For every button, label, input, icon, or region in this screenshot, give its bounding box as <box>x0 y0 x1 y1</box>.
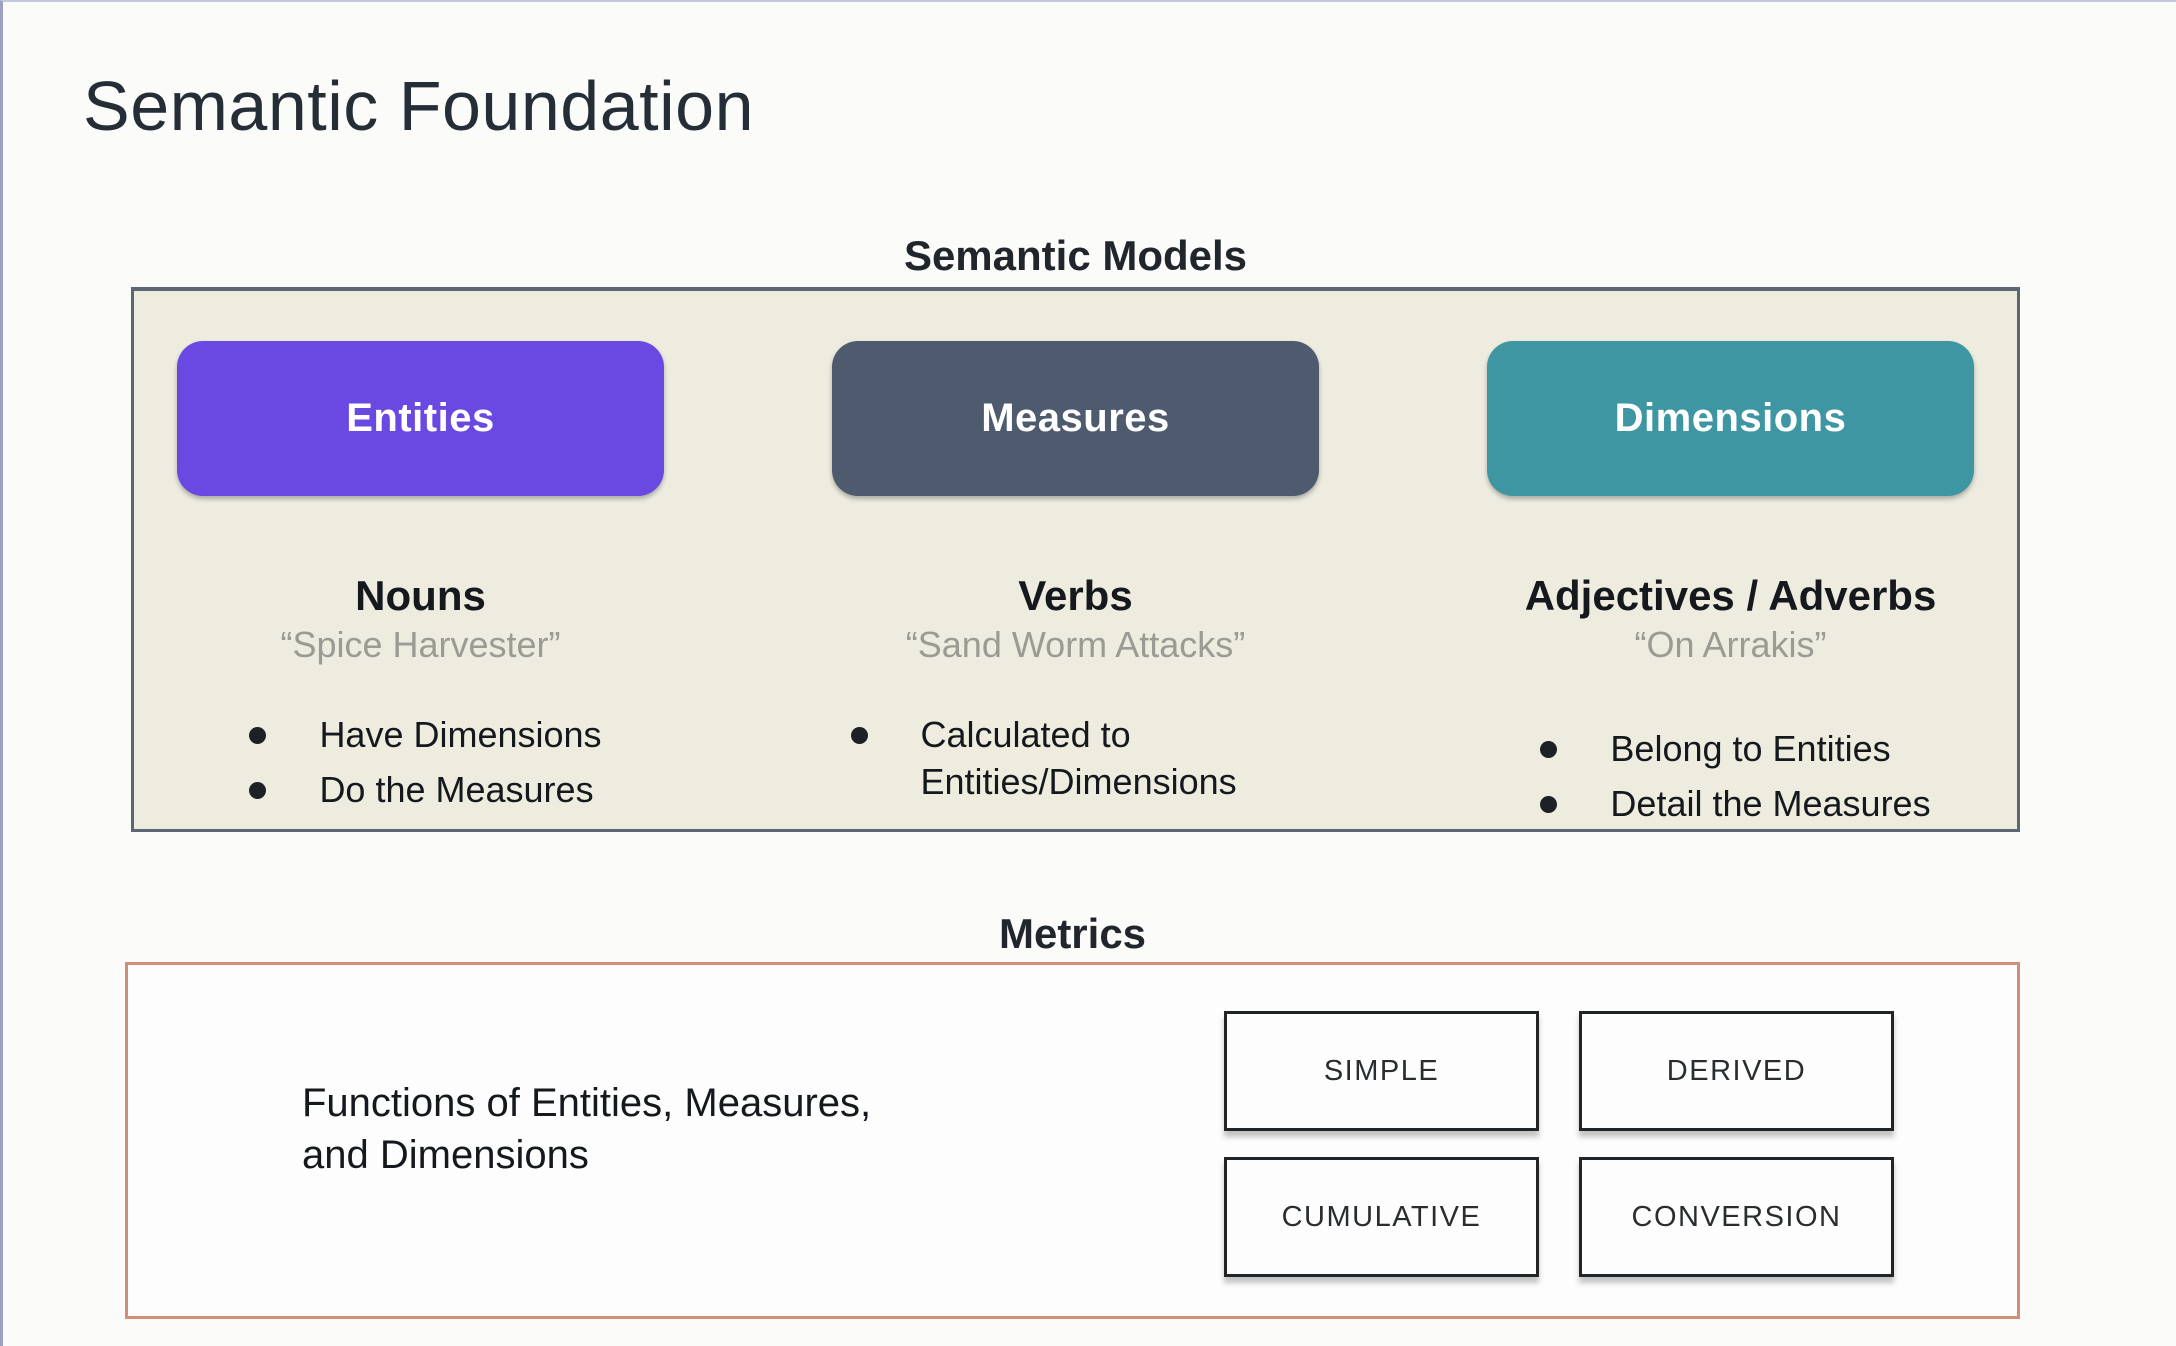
entities-example-quote: “Spice Harvester” <box>280 624 561 665</box>
slide-title: Semantic Foundation <box>83 67 755 145</box>
list-item: Calculated to Entities/Dimensions <box>841 712 1311 806</box>
dimensions-role-label: Adjectives / Adverbs <box>1524 572 1937 619</box>
metrics-description-line: and Dimensions <box>302 1133 589 1177</box>
metric-type-cumulative: CUMULATIVE <box>1224 1157 1539 1277</box>
list-item: Detail the Measures <box>1530 781 1931 828</box>
measures-example-quote: “Sand Worm Attacks” <box>905 624 1246 665</box>
metric-type-derived: DERIVED <box>1579 1011 1894 1131</box>
metric-type-conversion: CONVERSION <box>1579 1157 1894 1277</box>
entities-bullet-list: Have Dimensions Do the Measures <box>239 712 602 822</box>
measures-bullet-list: Calculated to Entities/Dimensions <box>841 712 1311 814</box>
list-item: Do the Measures <box>239 767 601 814</box>
measures-role-label: Verbs <box>1018 572 1133 619</box>
metrics-heading: Metrics <box>998 910 1147 957</box>
dimensions-column: Dimensions Adjectives / Adverbs “On Arra… <box>1487 341 1974 829</box>
semantic-models-panel: Entities Nouns “Spice Harvester” Have Di… <box>131 287 2020 832</box>
dimensions-example-quote: “On Arrakis” <box>1634 624 1827 665</box>
semantic-models-heading: Semantic Models <box>903 232 1248 279</box>
metrics-description: Functions of Entities, Measures, and Dim… <box>302 1077 871 1181</box>
metrics-description-line: Functions of Entities, Measures, <box>302 1081 872 1125</box>
list-item: Belong to Entities <box>1530 726 1930 773</box>
metric-types-grid: SIMPLE DERIVED CUMULATIVE CONVERSION <box>1224 1011 1894 1277</box>
dimensions-bullet-list: Belong to Entities Detail the Measures <box>1530 726 1931 836</box>
entities-role-label: Nouns <box>355 572 486 619</box>
entities-pill: Entities <box>177 341 664 496</box>
measures-column: Measures Verbs “Sand Worm Attacks” Calcu… <box>832 341 1319 829</box>
list-item: Have Dimensions <box>239 712 602 759</box>
metric-type-simple: SIMPLE <box>1224 1011 1539 1131</box>
metrics-panel: Functions of Entities, Measures, and Dim… <box>125 962 2020 1319</box>
measures-pill: Measures <box>832 341 1319 496</box>
dimensions-pill: Dimensions <box>1487 341 1974 496</box>
entities-column: Entities Nouns “Spice Harvester” Have Di… <box>177 341 664 829</box>
